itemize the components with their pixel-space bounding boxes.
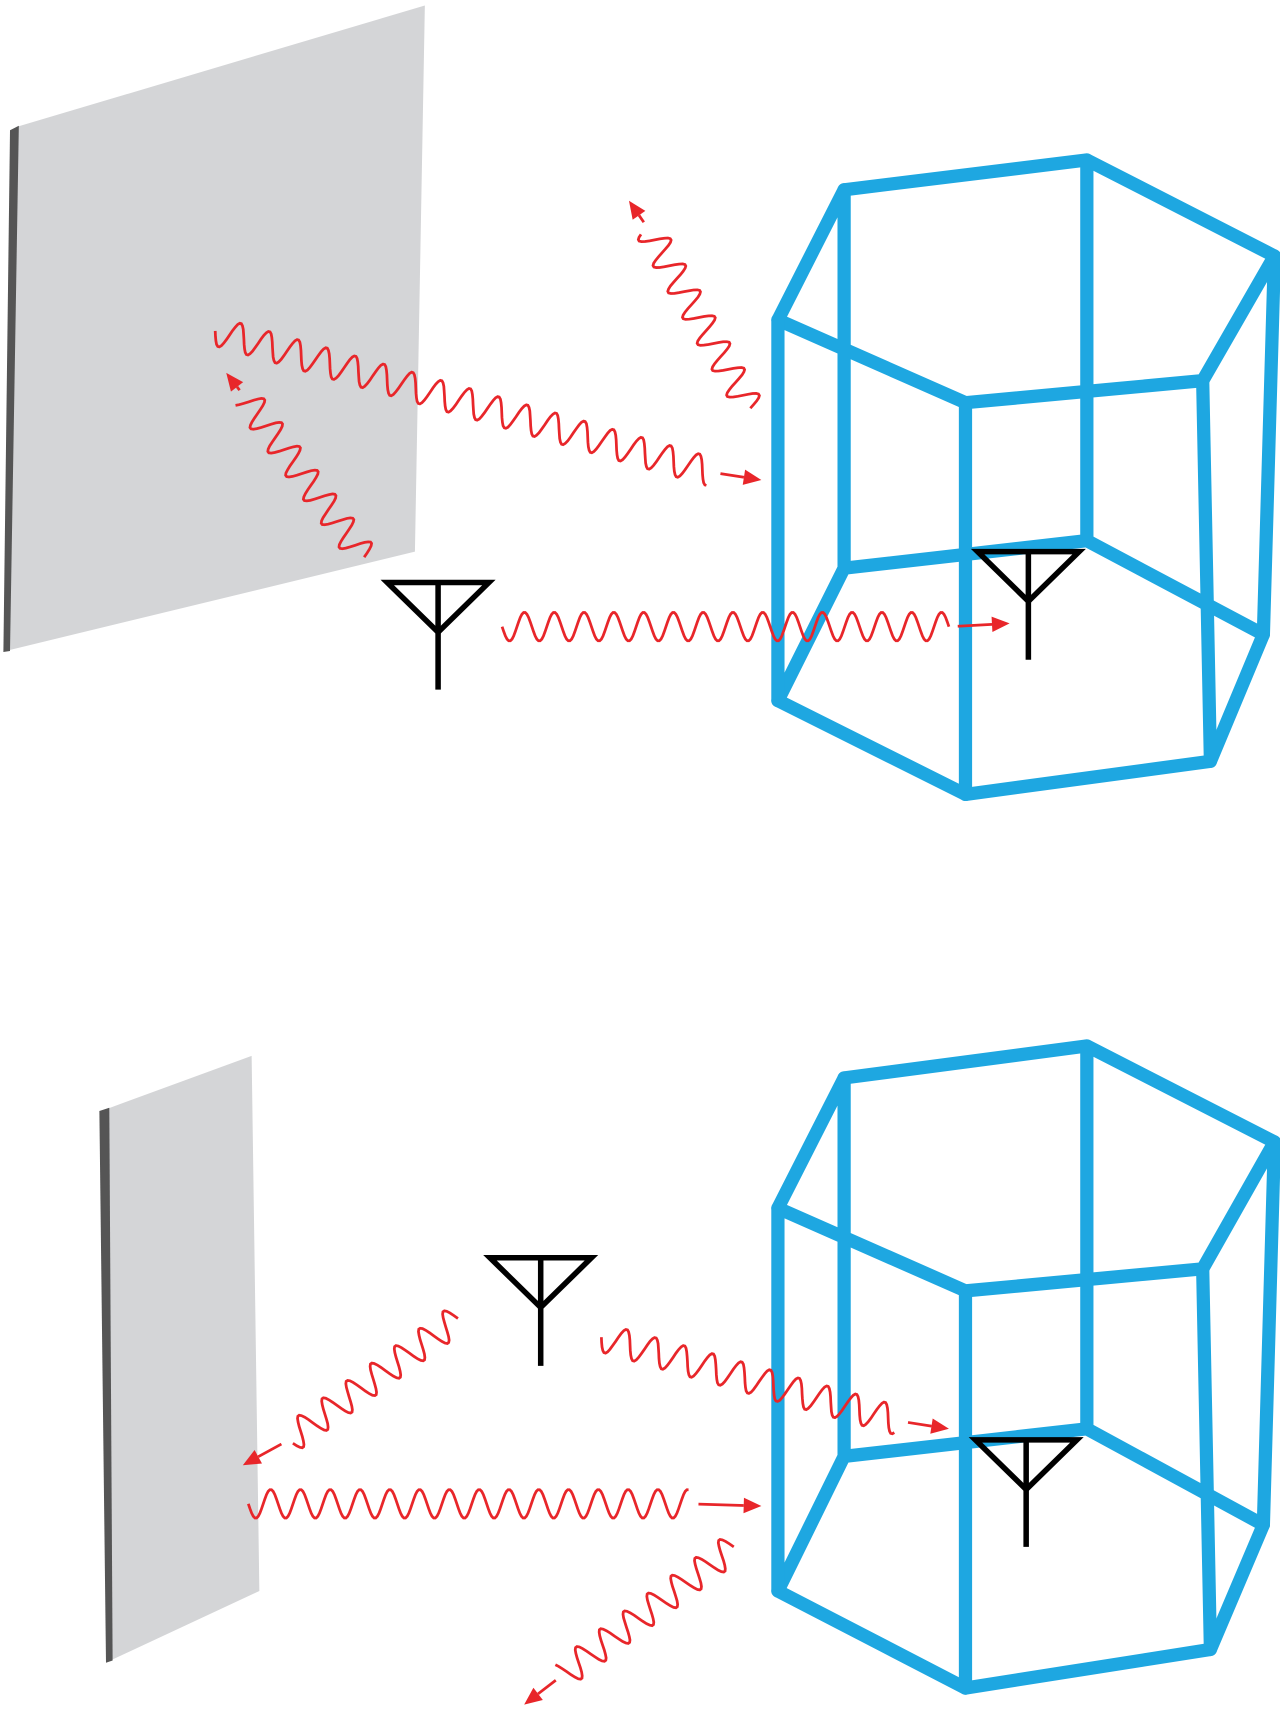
building-wireframe [771, 1039, 1280, 1695]
building-vertical-edge [1196, 1262, 1218, 1657]
wave-line [600, 1328, 896, 1436]
receiver-antenna-icon [968, 1437, 1084, 1547]
arrow-head-icon [930, 1418, 949, 1434]
wave-line [292, 1309, 459, 1450]
arrow-head-icon [242, 1449, 262, 1466]
wave-line [235, 397, 374, 558]
arrow-shaft [257, 1442, 283, 1458]
arrow-shaft [235, 386, 241, 392]
arrow-shaft [957, 622, 993, 628]
bottom-panel [99, 1039, 1280, 1705]
signal-wave [226, 372, 374, 558]
arrow-shaft [537, 1679, 557, 1695]
wall-plate [107, 1055, 260, 1661]
transmitter-antenna-icon [483, 1255, 599, 1366]
signal-wave [213, 321, 762, 487]
building-vertical-edge [1196, 374, 1218, 768]
signal-wave [524, 1537, 735, 1705]
building-top-outline [771, 153, 1280, 410]
arrow-head-icon [742, 469, 762, 485]
building-bottom-outline [771, 534, 1270, 802]
wall-edge [99, 1107, 113, 1663]
building-bottom-outline [771, 1422, 1270, 1695]
wave-line [636, 233, 761, 410]
arrow-head-icon [628, 200, 646, 220]
wave-line [500, 611, 951, 643]
arrow-shaft [698, 1502, 744, 1507]
building-vertical-edge [1256, 1135, 1280, 1532]
building-wireframe [771, 153, 1280, 802]
arrow-head-icon [991, 616, 1010, 633]
signal-wave [242, 1309, 459, 1466]
arrow-shaft [720, 472, 745, 479]
transmitter-antenna-icon [380, 579, 496, 690]
arrow-shaft [637, 214, 645, 224]
arrow-head-icon [226, 372, 244, 392]
signal-wave [628, 200, 761, 410]
antenna-triangle [970, 548, 1086, 606]
signal-wave [600, 1328, 949, 1436]
signal-wave [500, 611, 1010, 643]
arrow-head-icon [524, 1687, 543, 1705]
wave-line [213, 321, 707, 487]
wall-edge [3, 125, 19, 653]
arrow-head-icon [743, 1497, 762, 1514]
wall-plate [5, 5, 425, 651]
receiver-antenna-icon [970, 548, 1086, 660]
wave-line [247, 1488, 689, 1520]
building-top-outline [771, 1039, 1280, 1298]
top-panel [3, 5, 1280, 802]
building-vertical-edge [1256, 249, 1280, 642]
wave-line [554, 1537, 735, 1681]
signal-wave [247, 1488, 762, 1520]
arrow-shaft [907, 1421, 932, 1428]
